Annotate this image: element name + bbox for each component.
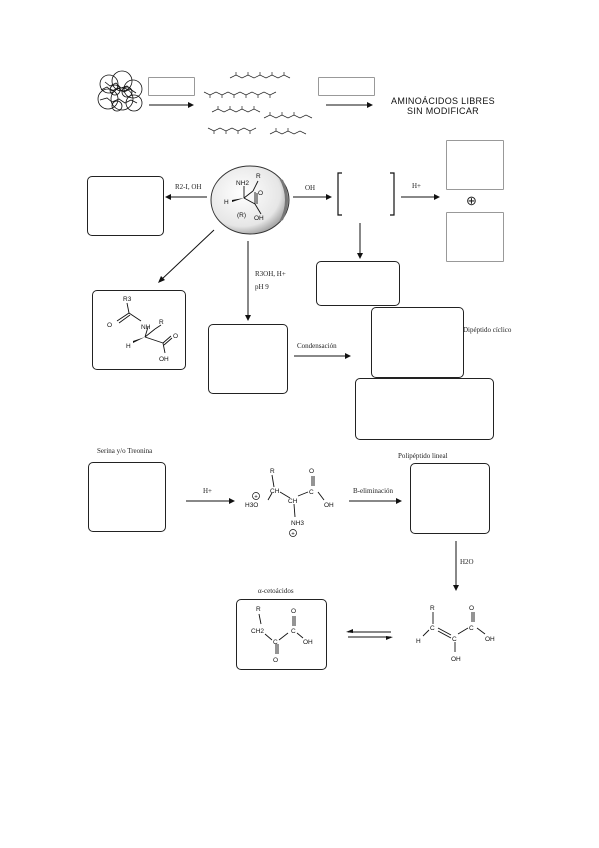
- enol-c3: C: [469, 625, 474, 632]
- arrow-to-salt: [293, 194, 332, 200]
- cation-oh: OH: [324, 502, 334, 509]
- enzyme-blank-box-1: [148, 77, 195, 96]
- keto-o-top: O: [291, 608, 296, 615]
- enol-h: H: [416, 638, 421, 645]
- n-acyl-aminoacid-box: R3 O NH R H O OH: [92, 290, 186, 370]
- enzyme-blank-box-2: [318, 77, 375, 96]
- arrow-to-products: [401, 194, 440, 200]
- acyl-nh: NH: [141, 324, 151, 331]
- center-nh2: NH2: [236, 180, 249, 187]
- cation-c: C: [309, 489, 314, 496]
- cation-o: O: [309, 468, 314, 475]
- arrow-to-alkylation: [165, 194, 207, 200]
- center-o: O: [258, 190, 263, 197]
- label-polipeptido-lineal: Polipéptido lineal: [398, 452, 448, 460]
- svg-text:+: +: [291, 532, 295, 538]
- central-aminoacid-structure: NH2 R H O OH (R): [210, 165, 290, 235]
- label-dipeptido-ciclico: Dipéptido cíclico: [463, 326, 512, 334]
- n-acyl-structure: R3 O NH R H O OH: [107, 296, 178, 363]
- title-line-2: SIN MODIFICAR: [407, 106, 479, 116]
- cation-r: R: [270, 468, 275, 475]
- acyl-o2: O: [173, 333, 178, 340]
- blank-box-ester: [208, 324, 288, 394]
- reagent-h-plus: H+: [412, 182, 422, 190]
- label-b-eliminacion: B-eliminación: [353, 487, 394, 495]
- arrow-diagonal-to-acyl: [158, 229, 215, 283]
- reagent-h2o: H2O: [460, 558, 474, 566]
- acyl-o: O: [107, 322, 112, 329]
- salt-brackets: [337, 172, 395, 216]
- enol-o: O: [469, 605, 474, 612]
- keto-acid-box: R CH2 C C O O OH: [236, 599, 327, 670]
- blank-box-polypeptide: [410, 463, 490, 534]
- cation-nh3: NH3: [291, 520, 304, 527]
- acyl-r: R: [159, 319, 164, 326]
- svg-text:+: +: [254, 495, 258, 501]
- center-config: (R): [237, 212, 246, 219]
- arrow-protonation: [186, 498, 235, 504]
- blank-box-alkylation-product: [87, 176, 164, 236]
- center-oh: OH: [254, 215, 264, 222]
- polypeptide-chains: [203, 72, 313, 135]
- enol-r: R: [430, 605, 435, 612]
- blank-box-dipeptide: [371, 307, 464, 378]
- acyl-r3: R3: [123, 296, 132, 303]
- acyl-h: H: [126, 343, 131, 350]
- reagent-r3oh: R3OH, H+: [255, 270, 286, 278]
- label-condensacion: Condensación: [297, 342, 337, 350]
- title-line-1: AMINOÁCIDOS LIBRES: [391, 96, 495, 106]
- keto-ch2: CH2: [251, 628, 264, 635]
- oxonium-intermediate-structure: + + R H3O CH C OH CH O NH3: [245, 468, 334, 538]
- arrow-salt-down: [357, 223, 363, 259]
- blank-box-large: [355, 378, 494, 440]
- center-h: H: [224, 199, 229, 206]
- keto-c1: C: [273, 639, 278, 646]
- acyl-oh: OH: [159, 356, 169, 363]
- enol-c1: C: [430, 625, 435, 632]
- enol-c2: C: [452, 636, 457, 643]
- keto-o-bottom: O: [273, 657, 278, 664]
- arrow-elimination: [349, 498, 402, 504]
- cation-ch-top: CH: [270, 488, 280, 495]
- keto-c2: C: [291, 628, 296, 635]
- label-alfa-cetoacidos: α-cetoácidos: [258, 587, 294, 595]
- enol-oh-bottom: OH: [451, 656, 461, 663]
- reagent-h-plus-2: H+: [203, 487, 213, 495]
- blank-box-product-1: [446, 140, 504, 190]
- arrow-hydrolysis: [453, 541, 459, 591]
- keto-oh: OH: [303, 639, 313, 646]
- blank-box-under-salt: [316, 261, 400, 306]
- blank-box-product-2: [446, 212, 504, 262]
- label-serina-treonina: Serina y/o Treonina: [97, 447, 153, 455]
- blank-box-serine: [88, 462, 166, 532]
- free-aminoacids-title: AMINOÁCIDOS LIBRES SIN MODIFICAR: [378, 96, 508, 116]
- reagent-oh: OH: [305, 184, 316, 192]
- center-r: R: [256, 173, 261, 180]
- enol-acid-structure: R H C C C O OH OH: [416, 605, 495, 663]
- arrow-down-to-ester: [245, 241, 251, 321]
- arrow-condensation: [294, 353, 351, 359]
- arrow-peptide-to-aminoacids: [326, 102, 373, 108]
- keto-r: R: [256, 606, 261, 613]
- plus-sign: ⊕: [466, 193, 477, 208]
- protein-globule: [97, 70, 143, 112]
- arrow-protein-to-peptide: [149, 102, 194, 108]
- cation-ch-mid: CH: [288, 498, 298, 505]
- equilibrium-arrows: [346, 629, 393, 640]
- enol-oh-right: OH: [485, 636, 495, 643]
- cation-h3o: H3O: [245, 502, 258, 509]
- reagent-r2i-oh: R2-I, OH: [175, 183, 202, 191]
- keto-acid-structure: R CH2 C C O O OH: [251, 606, 313, 664]
- reagent-ph9: pH 9: [255, 283, 269, 291]
